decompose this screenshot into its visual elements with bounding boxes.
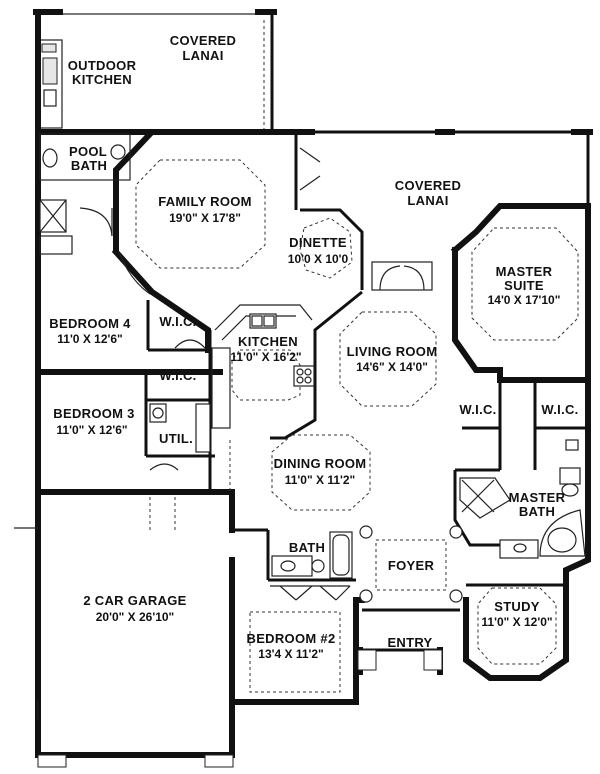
kitchen-cabinets xyxy=(211,304,315,429)
master-bath-label-2: BATH xyxy=(519,504,555,519)
dinette-ceiling xyxy=(299,217,353,279)
pool-bath-fixtures xyxy=(39,133,131,255)
bedroom-2-dims: 13'4 X 11'2" xyxy=(258,647,323,661)
covered-lanai-right-label-1: COVERED xyxy=(395,178,461,193)
bedroom-4-dims: 11'0 X 12'6" xyxy=(57,332,122,346)
study-dims: 11'0" X 12'0" xyxy=(481,615,552,629)
outdoor-kitchen-counter xyxy=(39,39,63,129)
covered-lanai-right-label-2: LANAI xyxy=(407,193,448,208)
bedroom-2-ceiling xyxy=(249,611,341,693)
master-suite-label-2: SUITE xyxy=(504,278,544,293)
dinette-label: DINETTE xyxy=(289,235,347,250)
living-room-label: LIVING ROOM xyxy=(347,344,438,359)
outdoor-kitchen-label-1: OUTDOOR xyxy=(68,58,137,73)
bedroom-4-label: BEDROOM 4 xyxy=(49,316,131,331)
covered-lanai-top-label-1: COVERED xyxy=(170,33,236,48)
kitchen-dims: 11'0" X 16'2" xyxy=(230,350,301,364)
bath-label: BATH xyxy=(289,540,325,555)
bedroom-doors xyxy=(79,207,231,492)
dining-room-ceiling xyxy=(271,434,371,511)
wic-master-left-label: W.I.C. xyxy=(459,402,496,417)
bedroom-3-dims: 11'0" X 12'6" xyxy=(56,423,127,437)
entry-label: ENTRY xyxy=(387,635,432,650)
master-suite-dims: 14'0 X 17'10" xyxy=(488,293,561,307)
bedroom-2-label: BEDROOM #2 xyxy=(247,631,336,646)
outdoor-kitchen-label-2: KITCHEN xyxy=(72,72,132,87)
family-room-dims: 19'0" X 17'8" xyxy=(169,211,241,225)
bath-fixtures xyxy=(270,531,353,601)
util-label: UTIL. xyxy=(159,431,193,446)
master-bath-label-1: MASTER xyxy=(509,490,566,505)
foyer-columns xyxy=(357,525,463,671)
foyer-label: FOYER xyxy=(388,558,435,573)
master-suite-label-1: MASTER xyxy=(496,264,553,279)
living-room-dims: 14'6" X 14'0" xyxy=(356,360,428,374)
util-appliances xyxy=(149,403,211,453)
kitchen-label: KITCHEN xyxy=(238,334,298,349)
room-labels: COVERED LANAI OUTDOOR KITCHEN POOL BATH … xyxy=(49,33,578,661)
walls xyxy=(35,9,593,758)
wic-master-right-label: W.I.C. xyxy=(541,402,578,417)
master-bath-fixtures xyxy=(459,439,586,559)
covered-lanai-top-label-2: LANAI xyxy=(182,48,223,63)
wic-bedroom-4-label: W.I.C. xyxy=(159,314,196,329)
family-room-label: FAMILY ROOM xyxy=(158,194,252,209)
garage-details xyxy=(14,497,234,768)
dining-room-dims: 11'0" X 11'2" xyxy=(285,473,355,487)
pool-bath-label-1: POOL xyxy=(69,144,107,159)
wic-bedroom-3-label: W.I.C. xyxy=(159,368,196,383)
living-room-ceiling xyxy=(339,311,437,407)
bedroom-3-label: BEDROOM 3 xyxy=(53,406,134,421)
family-room-ceiling xyxy=(135,159,266,269)
study-ceiling xyxy=(477,587,557,665)
dining-room-label: DINING ROOM xyxy=(274,456,367,471)
garage-dims: 20'0" X 26'10" xyxy=(96,610,174,624)
study-label: STUDY xyxy=(494,599,540,614)
lanai-doors xyxy=(299,147,433,291)
master-suite-ceiling xyxy=(471,227,579,341)
garage-label: 2 CAR GARAGE xyxy=(83,593,186,608)
pool-bath-label-2: BATH xyxy=(71,158,107,173)
dinette-dims: 10'0 X 10'0 xyxy=(288,252,349,266)
